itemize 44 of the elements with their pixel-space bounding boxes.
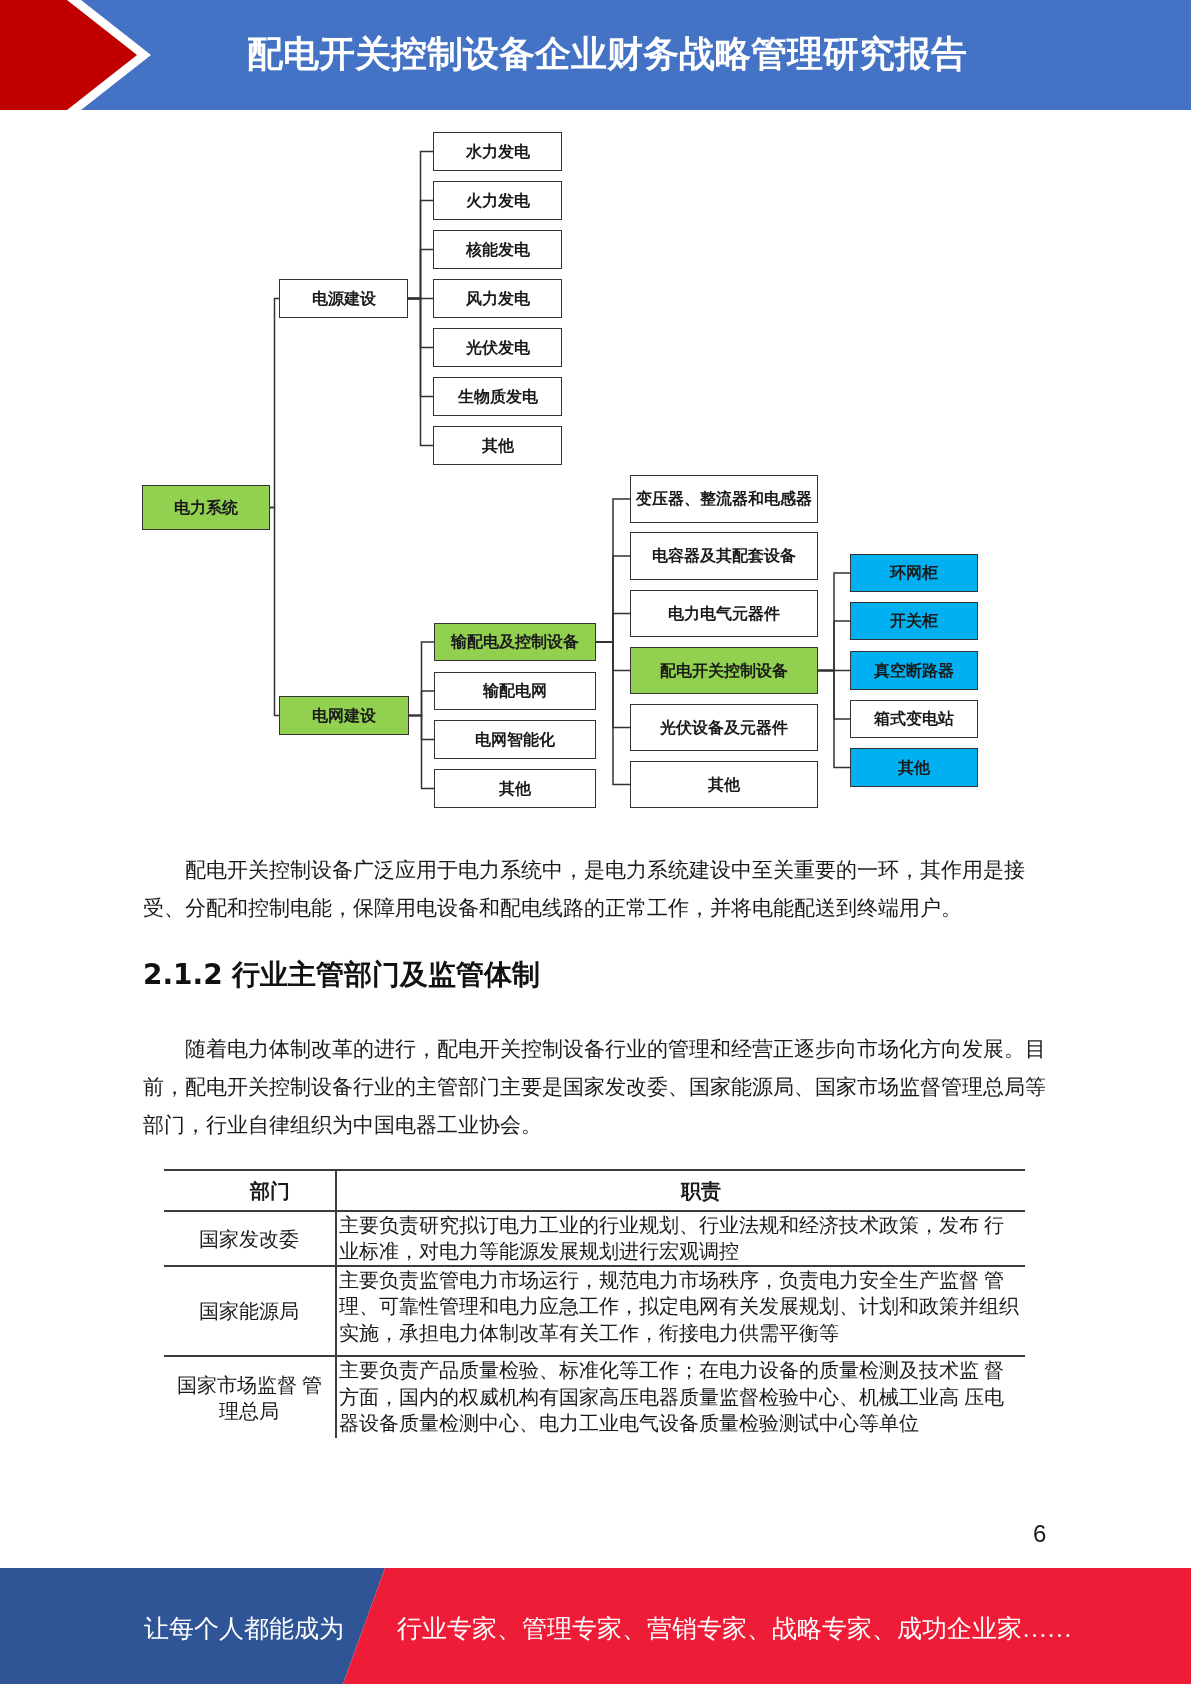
category-box: 输配电网 — [434, 672, 596, 710]
column-heading: 职责 — [679, 1178, 722, 1204]
table-text: 主要负责监管电力市场运行，规范电力市场秩序，负责电力安全生产监督 管理、可靠性管理和电力应急工作，拟定电网有关发展规划、计划和政策并组织实施，承担电力体制改革有关工作，衔接电力供需平衡等 — [339, 1267, 1020, 1346]
category-box: 生物质发电 — [433, 377, 562, 416]
category-box: 水力发电 — [433, 132, 562, 171]
connector-line — [817, 669, 851, 769]
category-box: 真空断路器 — [850, 651, 978, 690]
category-box: 开关柜 — [850, 602, 978, 640]
category-box: 光伏发电 — [433, 328, 562, 367]
category-box: 输配电及控制设备 — [434, 623, 596, 661]
category-box: 电网建设 — [279, 696, 409, 735]
category-box: 电容器及其配套设备 — [630, 532, 818, 580]
category-box: 变压器、整流器和电感器 — [630, 475, 818, 523]
section-heading: 2.1.2 行业主管部门及监管体制 — [143, 958, 541, 992]
table-text: 国家发改委 — [198, 1226, 300, 1252]
connector-line — [407, 297, 434, 447]
category-box: 其他 — [434, 769, 596, 808]
table-text: 主要负责研究拟订电力工业的行业规划、行业法规和经济技术政策，发布 行业标准，对电力等能源发展规划进行宏观调控 — [339, 1212, 1005, 1264]
category-box: 其他 — [630, 761, 818, 808]
category-box: 电网智能化 — [434, 720, 596, 759]
table-text: 主要负责产品质量检验、标准化等工作；在电力设备的质量检测及技术监 督方面，国内的权威机构有国家高压电器质量监督检验中心、机械工业高 压电器设备质量检测中心、电力工业电气设备质量检验测试中心等单位 — [339, 1358, 1005, 1436]
category-box: 其他 — [850, 748, 978, 787]
category-box: 配电开关控制设备 — [630, 647, 818, 694]
footer-slogan: 让每个人都能成为 — [144, 1614, 344, 1644]
connector-line — [408, 714, 435, 790]
connector-line — [269, 506, 280, 717]
category-box: 风力发电 — [433, 279, 562, 318]
footer-slogan: 行业专家、管理专家、营销专家、战略专家、成功企业家…… — [397, 1614, 1072, 1644]
table-text: 国家能源局 — [198, 1299, 300, 1325]
category-box: 电力系统 — [142, 485, 270, 530]
body-paragraph: 随着电力体制改革的进行，配电开关控制设备行业的管理和经营正逐步向市场化方向发展。目前，配电开关控制设备行业的主管部门主要是国家发改委、国家能源局、国家市场监督管理总局等部门，行业自律组织为中国电器工业协会。 — [143, 1036, 1047, 1139]
page-number: 6 — [1033, 1519, 1047, 1549]
category-box: 光伏设备及元器件 — [630, 704, 818, 751]
category-box: 核能发电 — [433, 230, 562, 269]
body-paragraph: 配电开关控制设备广泛应用于电力系统中，是电力系统建设中至关重要的一环，其作用是接受、分配和控制电能，保障用电设备和配电线路的正常工作，并将电能配送到终端用户。 — [143, 857, 1026, 922]
page-title: 配电开关控制设备企业财务战略管理研究报告 — [245, 33, 968, 75]
category-box: 箱式变电站 — [850, 700, 978, 738]
category-box: 电力电气元器件 — [630, 590, 818, 637]
category-box: 火力发电 — [433, 181, 562, 220]
column-heading: 部门 — [249, 1178, 291, 1204]
category-box: 环网柜 — [850, 554, 978, 592]
category-box: 电源建设 — [279, 279, 408, 318]
table-text: 国家市场监督 管理总局 — [175, 1372, 323, 1424]
category-box: 其他 — [433, 426, 562, 465]
